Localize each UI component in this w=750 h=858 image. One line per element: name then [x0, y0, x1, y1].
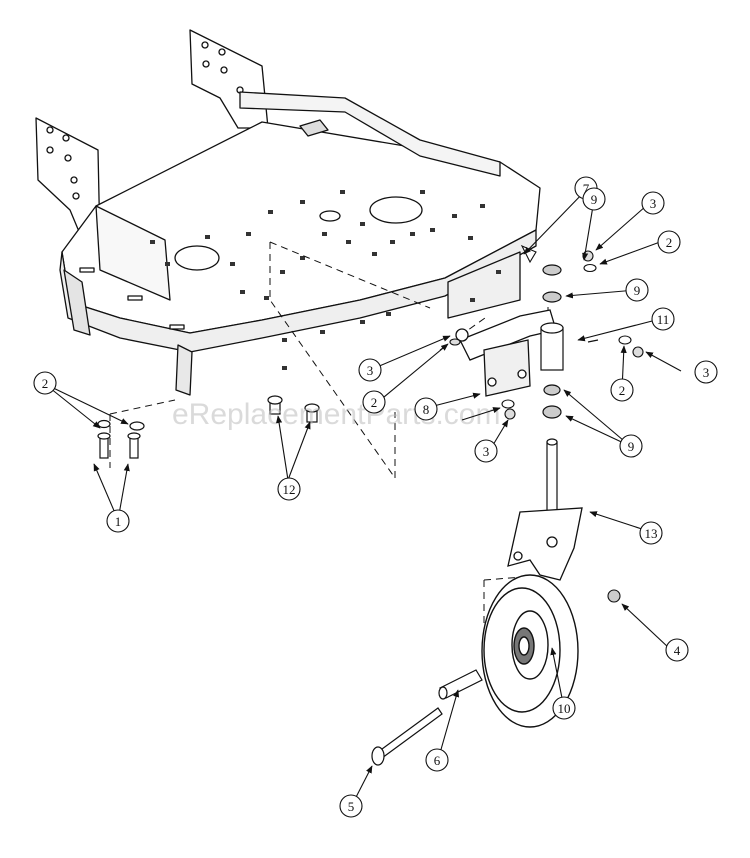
svg-text:2: 2 [42, 376, 49, 391]
callout-3: 3 [641, 191, 665, 215]
svg-text:3: 3 [367, 363, 374, 378]
svg-text:11: 11 [657, 312, 670, 327]
callout-2: 2 [33, 371, 57, 395]
callout-9: 9 [619, 434, 643, 458]
svg-text:8: 8 [423, 402, 430, 417]
callout-2: 2 [362, 390, 386, 414]
svg-text:7: 7 [583, 181, 590, 196]
callout-8: 8 [414, 397, 438, 421]
callout-9: 9 [625, 278, 649, 302]
callout-3: 3 [474, 439, 498, 463]
bolt-part-1 [97, 419, 145, 459]
svg-text:2: 2 [666, 235, 673, 250]
bolt-part-12 [267, 395, 320, 423]
callout-2: 2 [657, 230, 681, 254]
axle-bolt [371, 707, 443, 766]
caster-wheel [481, 574, 579, 728]
callout-6: 6 [425, 748, 449, 772]
svg-text:3: 3 [483, 444, 490, 459]
callout-12: 12 [277, 477, 301, 501]
callout-10: 10 [552, 696, 576, 720]
svg-text:2: 2 [619, 383, 626, 398]
spacer-sleeve [438, 669, 483, 700]
caster-fork [507, 507, 583, 581]
deck-skirt [59, 229, 537, 353]
callout-3: 3 [358, 358, 382, 382]
svg-text:9: 9 [591, 192, 598, 207]
caster-spindle-stack [540, 264, 599, 513]
svg-text:3: 3 [650, 196, 657, 211]
svg-text:2: 2 [371, 395, 378, 410]
callout-9: 9 [582, 187, 606, 211]
svg-text:12: 12 [283, 482, 296, 497]
watermark-text: eReplacementParts.com [172, 398, 500, 431]
callout-4: 4 [665, 638, 689, 662]
callout-13: 13 [639, 521, 663, 545]
caster-pivot-arm [455, 309, 557, 397]
callout-2: 2 [610, 378, 634, 402]
svg-text:9: 9 [634, 283, 641, 298]
svg-text:9: 9 [628, 439, 635, 454]
svg-text:13: 13 [645, 526, 658, 541]
callout-3: 3 [694, 360, 718, 384]
callout-labels: 1 2 2 2 2 3 3 3 3 4 5 6 7 8 9 9 9 10 11 … [33, 176, 718, 818]
mower-deck [35, 29, 541, 396]
callout-5: 5 [339, 794, 363, 818]
callout-11: 11 [651, 307, 675, 331]
svg-text:5: 5 [348, 799, 355, 814]
svg-text:1: 1 [115, 514, 122, 529]
callout-1: 1 [106, 509, 130, 533]
wheel-nut [607, 589, 621, 603]
svg-text:10: 10 [558, 701, 571, 716]
svg-text:6: 6 [434, 753, 441, 768]
svg-text:4: 4 [674, 643, 681, 658]
svg-text:3: 3 [703, 365, 710, 380]
